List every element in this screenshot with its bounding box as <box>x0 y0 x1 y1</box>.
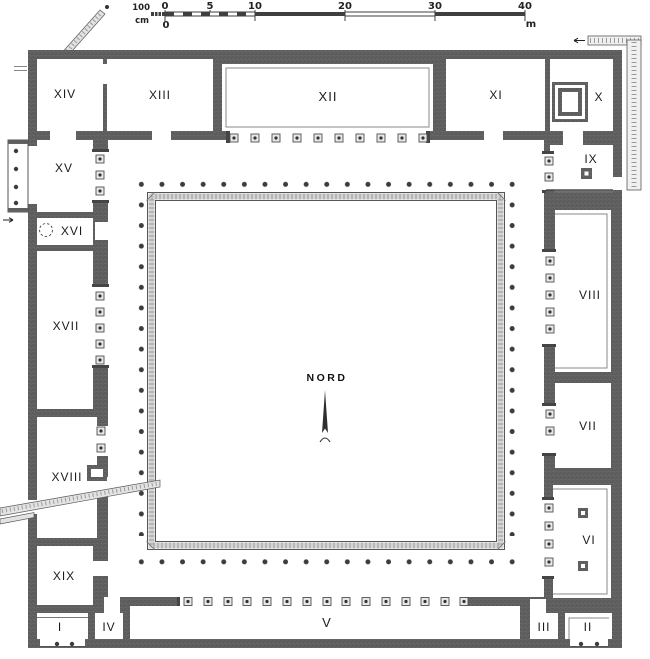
sw-water-channel <box>0 479 161 525</box>
pedestal-room-ix <box>581 168 592 179</box>
room-xv <box>37 140 93 212</box>
room-label-xii: XII <box>319 89 338 104</box>
room-xvii <box>37 251 93 409</box>
room-label-xvii: XVII <box>53 319 80 333</box>
lining-room-vi <box>553 488 608 595</box>
room-xi <box>446 59 545 131</box>
south-porches <box>40 639 608 647</box>
well-room-xvi <box>39 223 53 237</box>
room-xiv <box>37 59 103 131</box>
room-vii <box>555 383 611 468</box>
scale-tick-5: 5 <box>207 1 214 12</box>
pedestals-room-vi <box>578 508 588 571</box>
room-label-vii: VII <box>579 419 597 433</box>
room-label-i: I <box>58 620 62 634</box>
room-xii <box>222 64 433 131</box>
room-ix <box>550 145 613 190</box>
north-needle-icon <box>322 390 328 433</box>
room-viii <box>555 210 611 372</box>
scale-tick-10: 10 <box>248 1 262 12</box>
entrance-arrow-icon <box>573 37 585 44</box>
building-walls <box>28 50 622 648</box>
scale-value-100: 100 <box>132 3 150 13</box>
ne-entrance-corridor <box>573 35 642 191</box>
room-label-x: X <box>594 90 603 104</box>
scale-bar: 0 5 10 20 30 40 m 100 cm 0 <box>132 1 536 31</box>
room-label-xix: XIX <box>53 569 75 583</box>
room-label-v: V <box>322 615 332 630</box>
room-label-xvi: XVI <box>61 224 83 238</box>
room-label-ix: IX <box>584 152 597 166</box>
room-iii <box>530 613 558 639</box>
room-label-iv: IV <box>102 620 115 634</box>
peristyle-column-dots <box>133 176 521 569</box>
room-label-iii: III <box>537 620 550 634</box>
room-vi <box>553 485 611 598</box>
lining-room-ii <box>568 617 609 639</box>
lining-room-viii <box>555 213 608 369</box>
scale-tick-0: 0 <box>162 1 169 12</box>
room-label-xi: XI <box>489 88 502 102</box>
scale-zero-bottom: 0 <box>163 20 170 31</box>
west-porch-arrow-icon <box>3 217 14 223</box>
north-arrow: NORD <box>307 372 348 443</box>
room-i <box>37 613 88 639</box>
north-label: NORD <box>307 372 348 384</box>
colonnade-room-v <box>183 597 469 606</box>
room-label-xviii: XVIII <box>51 470 82 484</box>
room-label-xiv: XIV <box>54 87 76 101</box>
interior-features <box>14 66 613 639</box>
scale-tick-40: 40 <box>518 1 532 12</box>
room-label-xv: XV <box>55 161 73 175</box>
room-v <box>130 606 520 639</box>
anta-caps <box>92 131 556 606</box>
lining-room-xii <box>225 67 430 128</box>
west-entrance-porch <box>3 139 29 223</box>
basin-room-x <box>552 82 588 122</box>
scale-tick-30: 30 <box>428 1 442 12</box>
room-label-vi: VI <box>582 533 595 547</box>
room-label-xiii: XIII <box>149 88 171 102</box>
scale-tick-20: 20 <box>338 1 352 12</box>
scale-unit-m: m <box>526 19 536 30</box>
scale-unit-cm: cm <box>135 16 149 26</box>
room-xiii <box>107 59 213 131</box>
room-xvi <box>37 218 93 245</box>
room-label-ii: II <box>584 620 593 634</box>
room-iv <box>95 613 123 639</box>
courtyard-portico-area <box>108 140 544 597</box>
room-xix <box>37 546 93 605</box>
basin-room-xviii <box>87 465 107 481</box>
room-ii <box>565 613 612 639</box>
courtyard <box>133 176 521 569</box>
room-label-viii: VIII <box>579 288 601 302</box>
room-labels: I II III IV V VI VII VIII IX X XI XII XI… <box>51 87 603 634</box>
